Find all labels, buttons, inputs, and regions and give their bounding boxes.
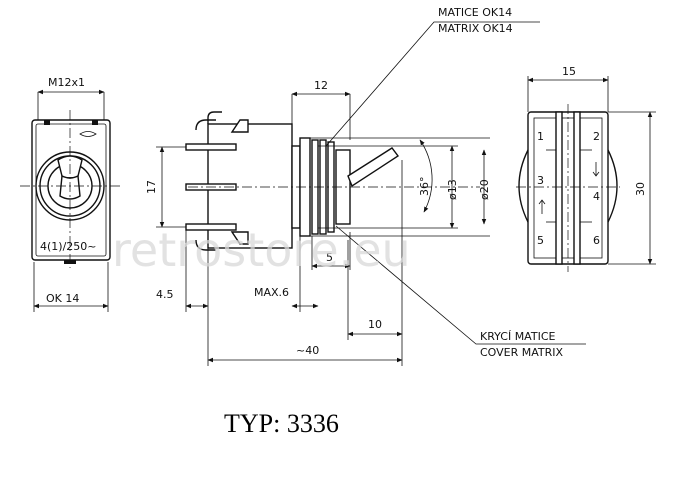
dim-30-label: 30: [634, 182, 647, 196]
side-view: [185, 111, 480, 251]
top-nut-label-en: MATRIX OK14: [438, 22, 513, 35]
thread-label: M12x1: [48, 76, 85, 89]
terminal-6-label: 6: [593, 234, 600, 247]
rating-label: 4(1)/250~: [40, 240, 97, 253]
front-view: [20, 110, 122, 268]
nut-size-label: OK 14: [46, 292, 79, 305]
terminal-2-label: 2: [593, 130, 600, 143]
cover-nut-label-en: COVER MATRIX: [480, 346, 564, 359]
terminal-3-label: 3: [537, 174, 544, 187]
terminal-5-label: 5: [537, 234, 544, 247]
top-nut-label-cs: MATICE OK14: [438, 6, 512, 19]
terminal-4-label: 4: [593, 190, 600, 203]
dim-15-label: 15: [562, 65, 576, 78]
watermark: retrostore.eu: [112, 223, 411, 277]
dim-17-label: 17: [145, 180, 158, 194]
cover-nut-leader: [335, 225, 586, 345]
type-label: TYP: 3336: [224, 409, 339, 438]
dim-4-5-label: 4.5: [156, 288, 174, 301]
dim-36deg-arc: [419, 139, 433, 213]
dim-10-label: 10: [368, 318, 382, 331]
dim-40-label: ~40: [296, 344, 319, 357]
cover-nut-label-cs: KRYCÍ MATICE: [480, 330, 555, 343]
dim-5-label: 5: [326, 251, 333, 264]
top-nut-leader: [325, 21, 540, 147]
dim-d20-label: ø20: [478, 179, 491, 200]
rear-view: [516, 104, 620, 272]
dim-d13-label: ø13: [446, 179, 459, 200]
dim-36deg-label: 36°: [418, 177, 431, 197]
dim-12-label: 12: [314, 79, 328, 92]
terminal-1-label: 1: [537, 130, 544, 143]
dim-max6-label: MAX.6: [254, 286, 289, 299]
